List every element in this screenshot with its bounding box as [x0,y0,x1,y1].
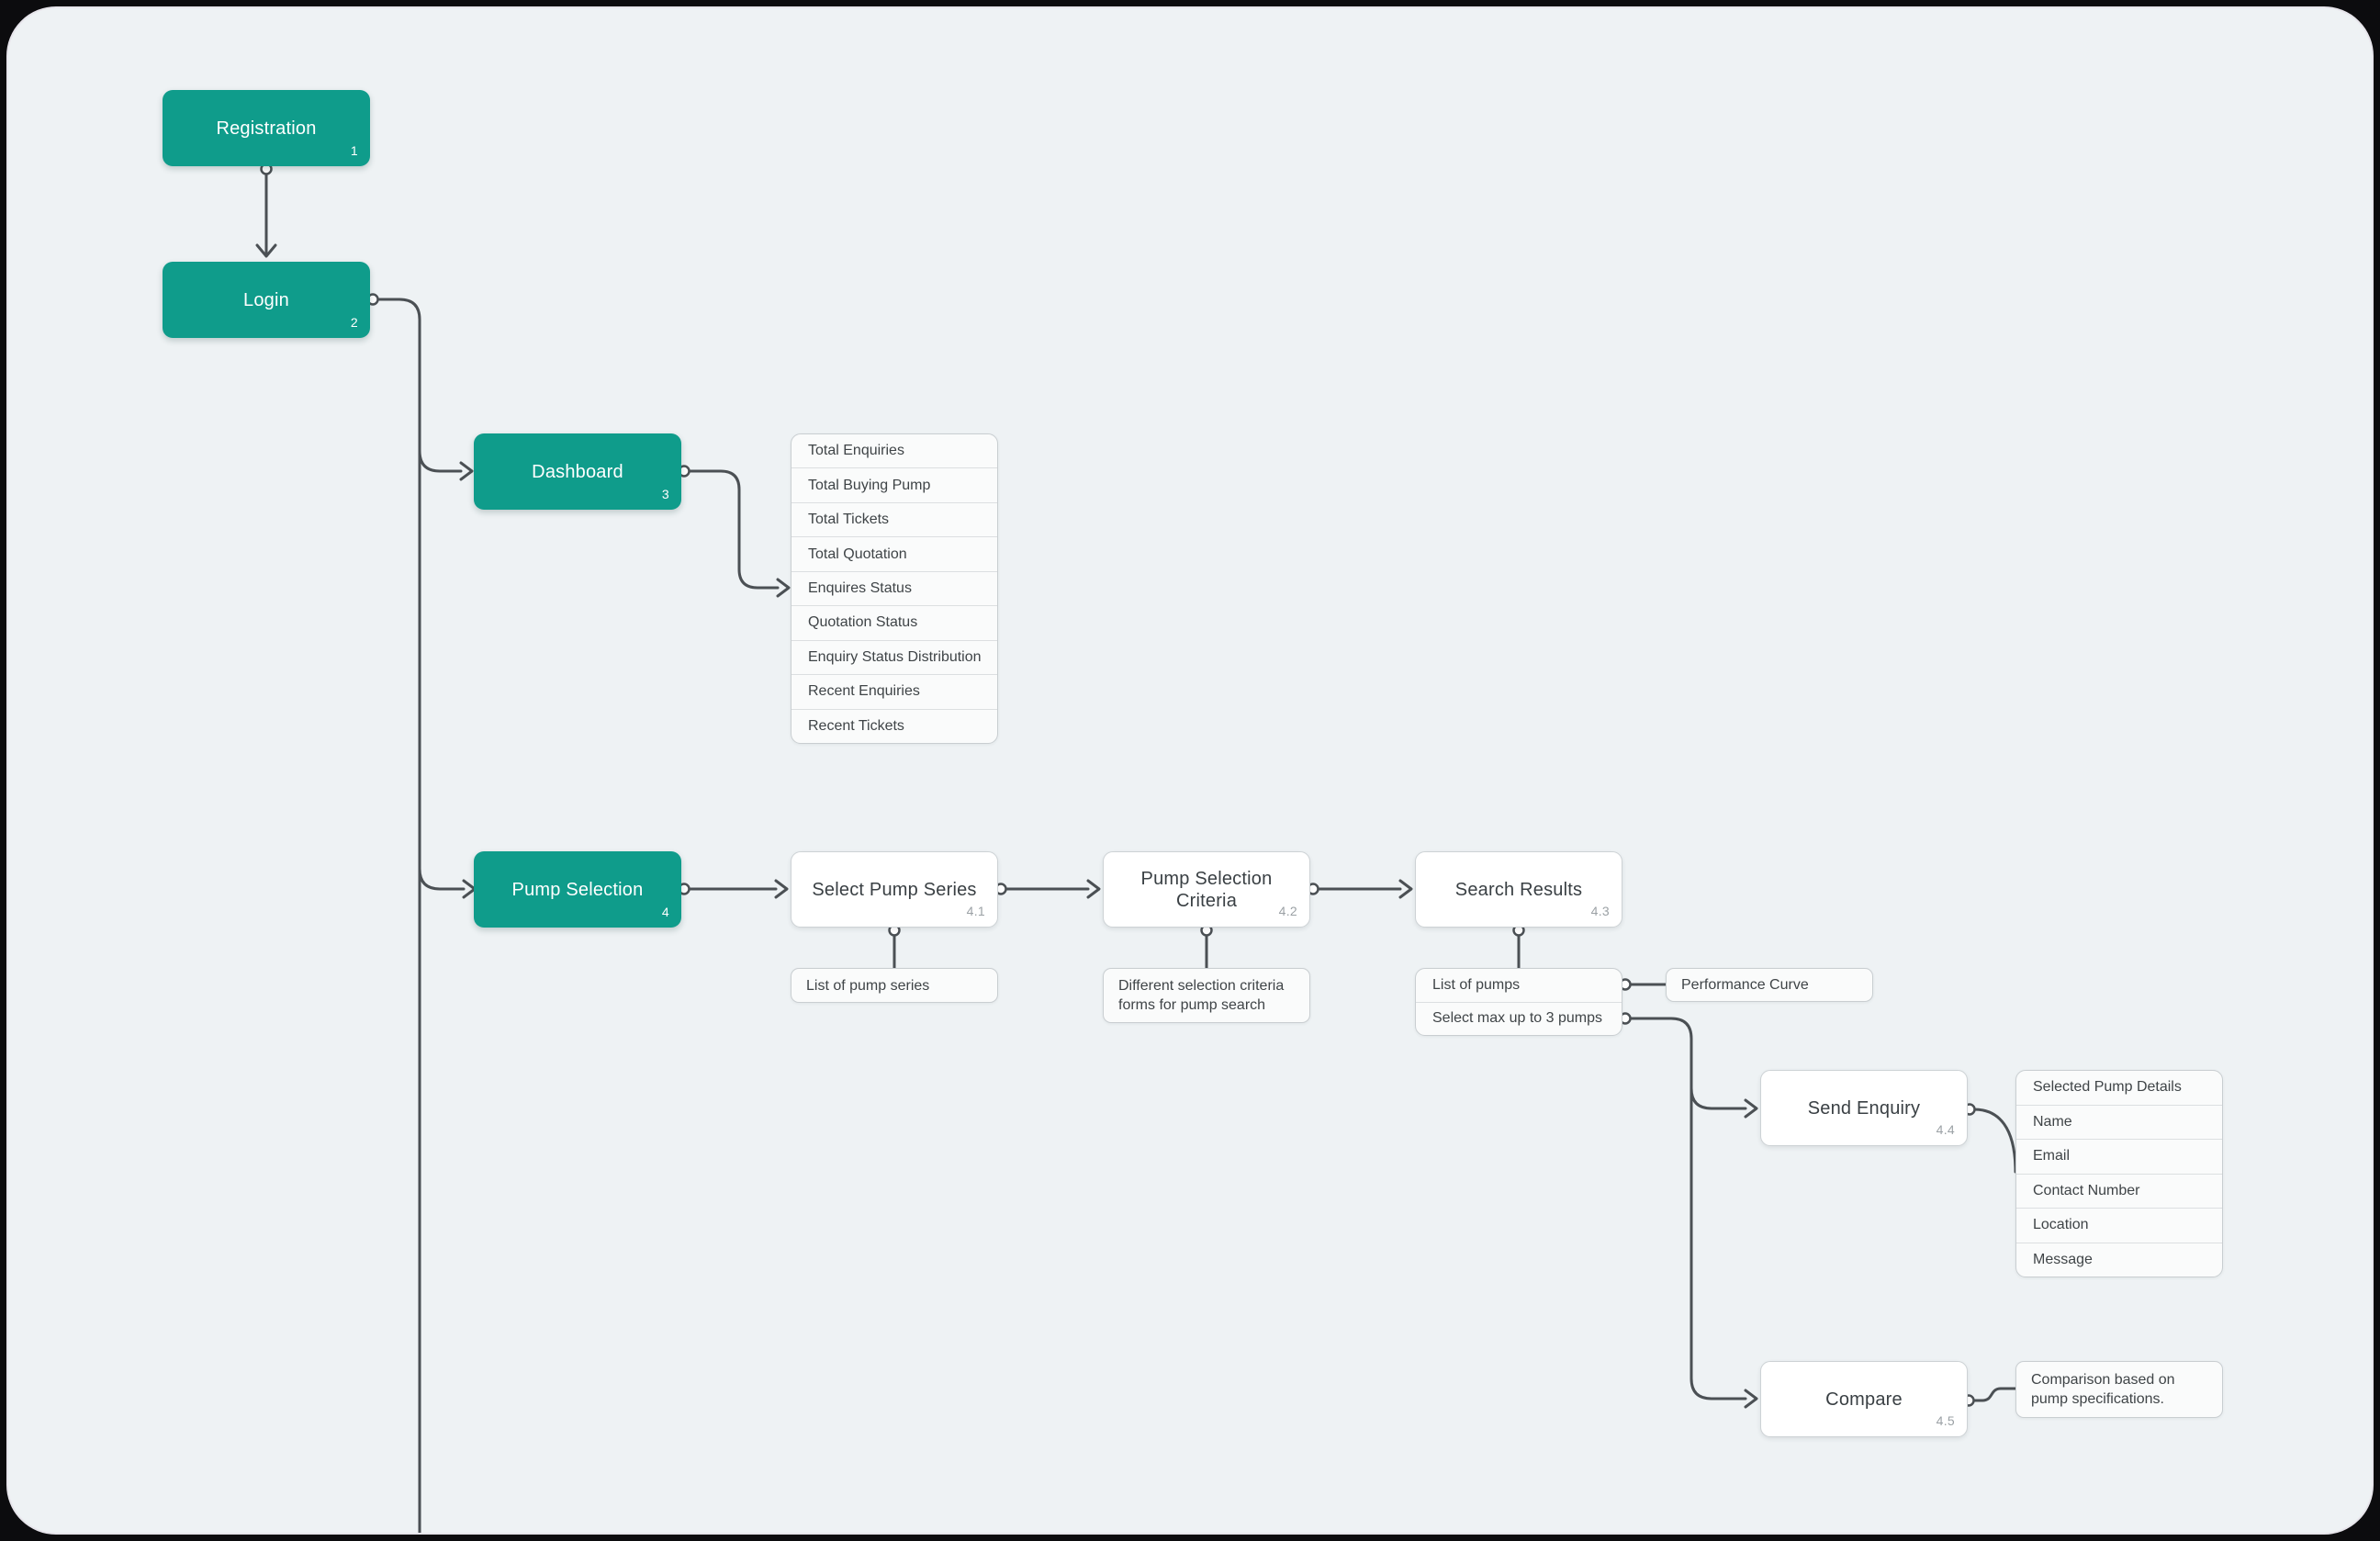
list-item: Enquires Status [791,570,997,605]
list-item: Total Tickets [791,501,997,536]
list-item: Recent Enquiries [791,674,997,708]
node-label: Dashboard [532,461,623,482]
comparison-note: Comparison based on pump specifications. [2015,1361,2223,1418]
node-label: Pump Selection Criteria [1140,868,1273,911]
node-label: Send Enquiry [1807,1097,1921,1119]
list-item: Message [2016,1242,2222,1277]
edge-dashboard-widgets [687,469,780,590]
note-text: Comparison based on pump specifications. [2031,1372,2175,1407]
performance-curve-note: Performance Curve [1666,968,1873,1002]
node-badge: 1 [350,143,358,158]
arrowhead-right-icon [459,461,474,481]
list-item: Location [2016,1208,2222,1243]
arrowhead-right-icon [1086,879,1101,899]
list-item: Select max up to 3 pumps [1416,1001,1622,1036]
node-select-pump-series[interactable]: Select Pump Series 4.1 [791,851,998,928]
list-item: Quotation Status [791,605,997,639]
node-badge: 2 [350,315,358,330]
note-text: List of pump series [806,977,930,994]
arrowhead-right-icon [1744,1389,1758,1409]
list-item: Total Buying Pump [791,467,997,501]
list-item: Enquiry Status Distribution [791,639,997,674]
selection-criteria-note: Different selection criteria forms for p… [1103,968,1310,1023]
node-label: Pump Selection [511,879,644,900]
node-badge: 4.1 [966,904,985,918]
enquiry-fields-list: Selected Pump Details Name Email Contact… [2015,1070,2223,1277]
node-badge: 4 [661,905,669,919]
node-pump-selection[interactable]: Pump Selection 4 [474,851,681,928]
note-text: Performance Curve [1681,977,1809,993]
arrowhead-right-icon [776,578,791,598]
node-badge: 4.5 [1936,1413,1955,1428]
list-item: Selected Pump Details [2033,1079,2182,1096]
node-login[interactable]: Login 2 [163,262,370,338]
connector-layer [255,163,2017,1533]
node-label: Login [243,289,289,310]
list-item: Contact Number [2016,1173,2222,1209]
node-compare[interactable]: Compare 4.5 [1760,1361,1968,1437]
list-item: Name [2016,1104,2222,1140]
edge-trunk-dashboard [418,449,463,473]
edge-trunk2-sendenquiry [1690,1086,1747,1110]
edge-login-trunk [376,298,421,1533]
arrowhead-right-icon [774,879,789,899]
node-dashboard[interactable]: Dashboard 3 [474,433,681,510]
node-label: Registration [216,118,317,139]
node-pump-selection-criteria[interactable]: Pump Selection Criteria 4.2 [1103,851,1310,928]
pump-series-note: List of pump series [791,968,998,1003]
node-label: Compare [1825,1389,1903,1410]
list-item: List of pumps [1432,976,1521,993]
note-text: Different selection criteria forms for p… [1118,978,1285,1013]
node-label: Search Results [1454,879,1583,900]
dashboard-widgets-list: Total Enquiries Total Buying Pump Total … [791,433,998,744]
list-item: Total Quotation [791,536,997,570]
arrowhead-down-icon [255,243,277,258]
arrowhead-right-icon [1398,879,1413,899]
node-badge: 3 [661,487,669,501]
node-badge: 4.2 [1278,904,1297,918]
edge-selectmax-trunk [1628,1017,1747,1400]
list-item: Email [2016,1139,2222,1174]
edge-compare-note [1971,1387,2017,1402]
node-send-enquiry[interactable]: Send Enquiry 4.4 [1760,1070,1968,1146]
node-label: Select Pump Series [812,879,977,900]
diagram-canvas: Registration 1 Login 2 Dashboard 3 Pump … [6,6,2374,1535]
list-item: Total Enquiries [808,443,904,459]
node-search-results[interactable]: Search Results 4.3 [1415,851,1622,928]
node-badge: 4.4 [1936,1122,1955,1137]
arrowhead-right-icon [1744,1098,1758,1119]
search-results-options-list: List of pumps Select max up to 3 pumps [1415,968,1622,1036]
list-item: Recent Tickets [791,708,997,743]
node-badge: 4.3 [1590,904,1610,918]
node-registration[interactable]: Registration 1 [163,90,370,166]
edge-trunk-pump-selection [418,867,466,891]
edge-sendenquiry-fields [1972,1108,2017,1174]
